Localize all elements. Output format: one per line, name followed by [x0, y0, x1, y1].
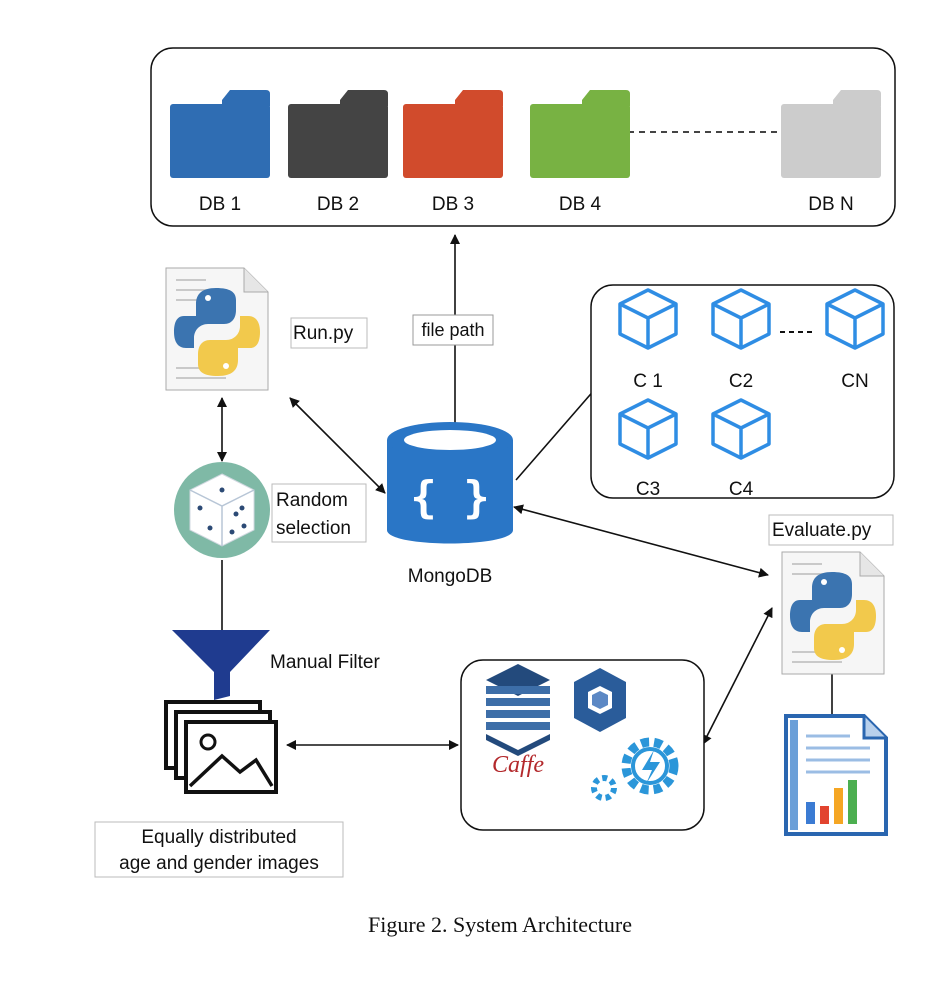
- collections-container: C 1 C2 CN C3 C4: [590, 284, 895, 500]
- collections-to-mongodb-line: [515, 387, 597, 481]
- cube-icon: [711, 288, 771, 350]
- ml-service-icon: [486, 664, 550, 756]
- svg-text:Caffe: Caffe: [492, 752, 544, 778]
- evaluate-py-file: Evaluate.py: [768, 514, 894, 675]
- collection-1: C 1: [618, 288, 678, 392]
- svg-text:Random: Random: [276, 490, 348, 511]
- svg-text:file path: file path: [421, 320, 484, 340]
- gear-bolt-icon: [591, 737, 679, 801]
- cube-icon: [618, 288, 678, 350]
- collection-label: CN: [841, 371, 868, 392]
- databases-container: DB 1 DB 2 DB 3 DB 4 DB N: [150, 47, 896, 227]
- database-folder-5: DB N: [781, 90, 881, 215]
- collection-3: CN: [825, 288, 885, 392]
- svg-text:age and gender images: age and gender images: [119, 853, 319, 874]
- cube-icon: [711, 398, 771, 460]
- collection-label: C3: [636, 479, 660, 500]
- collection-4: C3: [618, 398, 678, 500]
- database-label: DB 1: [199, 194, 241, 215]
- images-label: Equally distributed age and gender image…: [94, 821, 344, 878]
- database-label: DB 2: [317, 194, 359, 215]
- funnel-icon: [172, 630, 270, 700]
- folder-icon: [781, 90, 881, 178]
- dice-icon: [174, 462, 270, 558]
- database-label: DB 4: [559, 194, 602, 215]
- mongodb-node: { } MongoDB: [387, 422, 513, 587]
- container-service-icon: [574, 668, 626, 732]
- figure-caption: Figure 2. System Architecture: [368, 912, 632, 937]
- collection-label: C4: [729, 479, 754, 500]
- svg-text:MongoDB: MongoDB: [408, 566, 493, 587]
- database-label: DB 3: [432, 194, 474, 215]
- cube-icon: [618, 398, 678, 460]
- collection-label: C 1: [633, 371, 663, 392]
- svg-text:Evaluate.py: Evaluate.py: [772, 520, 872, 541]
- frameworks-container: Caffe: [460, 659, 705, 831]
- frameworks-to-evaluate-arrow: [702, 607, 773, 745]
- manual-filter: Manual Filter: [172, 630, 380, 700]
- svg-text:{ }: { }: [410, 472, 489, 523]
- svg-text:selection: selection: [276, 518, 351, 539]
- svg-text:Equally distributed: Equally distributed: [141, 827, 296, 848]
- run-to-mongodb-arrow: [289, 397, 386, 494]
- report-chart-icon: [784, 714, 888, 836]
- random-selection: Random selection: [174, 462, 367, 558]
- folder-icon: [170, 90, 270, 178]
- python-file-icon: [165, 267, 269, 391]
- collection-5: C4: [711, 398, 771, 500]
- folder-icon: [530, 90, 630, 178]
- image-stack-icon: [164, 700, 278, 794]
- database-folder-2: DB 2: [288, 90, 388, 215]
- database-folder-1: DB 1: [170, 90, 270, 215]
- database-label: DB N: [808, 194, 853, 215]
- database-folder-3: DB 3: [403, 90, 503, 215]
- mongodb-icon: { }: [387, 422, 513, 544]
- collection-2: C2: [711, 288, 771, 392]
- collection-label: C2: [729, 371, 753, 392]
- connectors: [217, 234, 833, 750]
- mongodb-to-evaluate-arrow: [513, 504, 769, 578]
- cube-icon: [825, 288, 885, 350]
- folder-icon: [288, 90, 388, 178]
- svg-text:Manual Filter: Manual Filter: [270, 652, 380, 673]
- database-folder-4: DB 4: [530, 90, 630, 215]
- python-file-icon: [781, 551, 885, 675]
- run-py-file: Run.py: [165, 267, 368, 391]
- file-path-label: file path: [412, 314, 494, 346]
- folder-icon: [403, 90, 503, 178]
- svg-text:Run.py: Run.py: [293, 323, 354, 344]
